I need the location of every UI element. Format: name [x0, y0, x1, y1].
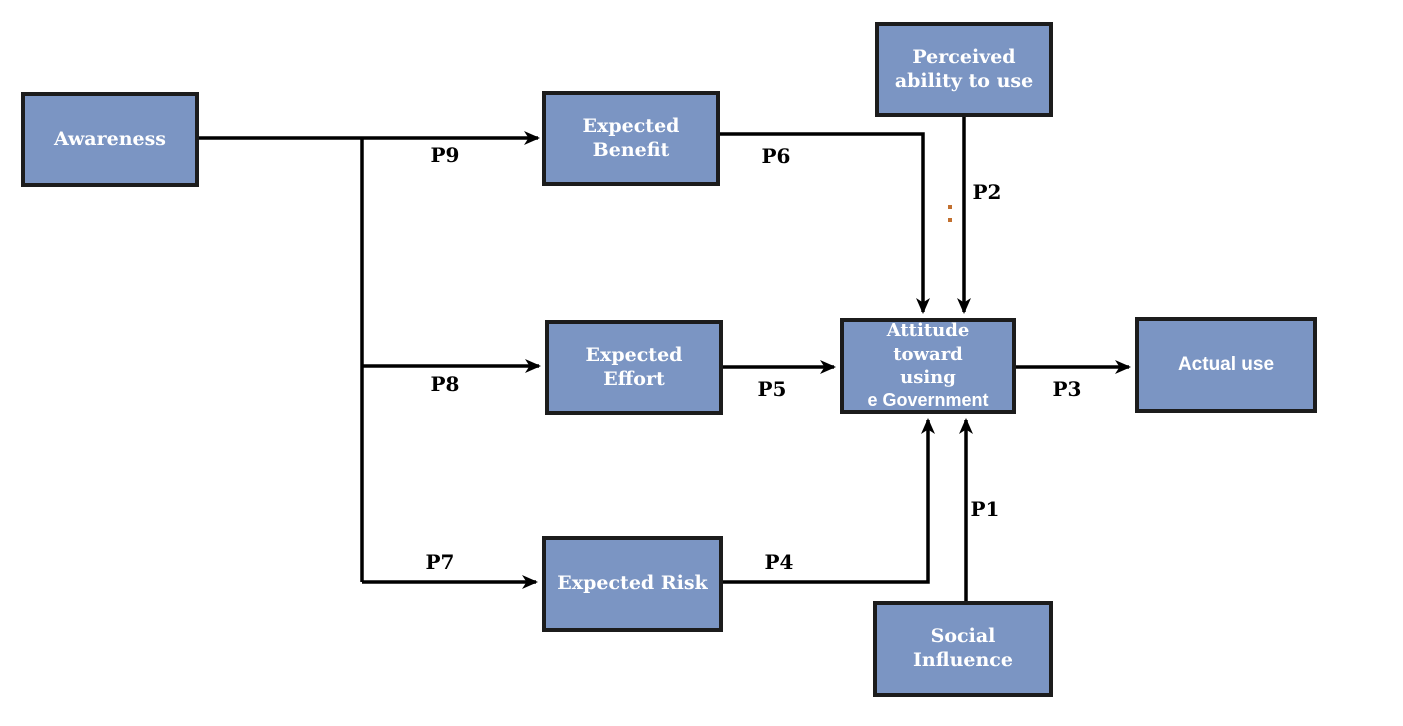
edge-label-p8: P8	[430, 372, 460, 396]
node-perceived-ability-label: Perceived ability to use	[894, 45, 1034, 92]
node-attitude-line1: Attitude toward	[886, 320, 970, 365]
node-attitude: Attitude toward using e Government	[840, 318, 1016, 414]
node-attitude-line2: using	[900, 367, 956, 388]
node-expected-effort-label: Expected Effort	[585, 343, 683, 390]
edge-label-p9: P9	[430, 143, 460, 167]
node-expected-effort: Expected Effort	[545, 320, 723, 415]
node-expected-benefit: Expected Benefit	[542, 91, 720, 186]
edge-label-p5: P5	[757, 377, 787, 401]
node-attitude-line3: e Government	[867, 390, 989, 411]
node-expected-risk-label: Expected Risk	[557, 572, 708, 595]
edge-label-p7: P7	[425, 550, 455, 574]
node-actual-use: Actual use	[1135, 317, 1317, 413]
edge-label-p3: P3	[1052, 377, 1082, 401]
edge-label-p2: P2	[972, 180, 1002, 204]
node-social-influence: Social Influence	[873, 601, 1053, 697]
node-expected-benefit-label: Expected Benefit	[582, 114, 680, 161]
node-awareness: Awareness	[21, 92, 199, 187]
node-perceived-ability: Perceived ability to use	[875, 22, 1053, 117]
edge-benefit-attitude	[720, 132, 930, 314]
node-actual-use-label: Actual use	[1177, 354, 1275, 376]
edge-label-p6: P6	[761, 144, 791, 168]
edge-risk-attitude	[723, 418, 935, 584]
edge-label-p4: P4	[764, 550, 794, 574]
node-expected-risk: Expected Risk	[542, 536, 723, 632]
node-social-influence-label: Social Influence	[913, 625, 1013, 671]
node-awareness-label: Awareness	[53, 127, 167, 150]
stray-colon-artifact	[948, 205, 952, 209]
edge-label-p1: P1	[970, 497, 1000, 521]
